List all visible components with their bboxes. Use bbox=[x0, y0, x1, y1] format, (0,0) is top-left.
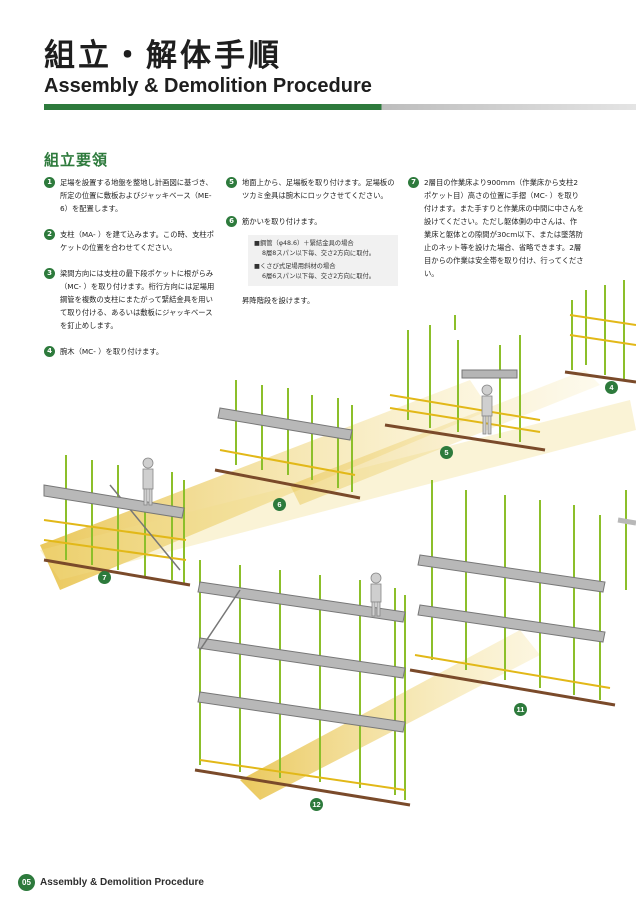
title-divider bbox=[44, 104, 636, 110]
step-number-badge: 5 bbox=[226, 177, 237, 188]
scaffold-6 bbox=[214, 380, 361, 500]
step-3: 3 梁間方向には支柱の最下段ポケットに根がらみ（MC- ）を取り付けます。桁行方… bbox=[44, 267, 216, 332]
section-heading: 組立要領 bbox=[44, 151, 109, 169]
steps-column-3: 7 2層目の作業床より900mm（作業床から支柱2ポケット目）高さの位置に手摺（… bbox=[408, 176, 584, 293]
step-text: 梁間方向には支柱の最下段ポケットに根がらみ（MC- ）を取り付けます。桁行方向に… bbox=[60, 269, 215, 330]
note-item-title: ■鋼管（φ48.6）＋緊結金具の場合 bbox=[254, 240, 354, 247]
step-6: 6 筋かいを取り付けます。 bbox=[226, 215, 398, 228]
page-title-en: Assembly & Demolition Procedure bbox=[44, 75, 372, 97]
note-item-detail: 8層8スパン以下毎、交さ2方向に取付。 bbox=[262, 250, 376, 257]
step-number-badge: 7 bbox=[408, 177, 419, 188]
page-footer: 05 Assembly & Demolition Procedure bbox=[18, 874, 204, 891]
step-4: 4 腕木（MC- ）を取り付けます。 bbox=[44, 345, 216, 358]
scaffold-5 bbox=[384, 315, 546, 452]
figure-label-12: 12 bbox=[310, 798, 323, 811]
scaffold-4 bbox=[564, 280, 636, 384]
step-text: 2層目の作業床より900mm（作業床から支柱2ポケット目）高さの位置に手摺（MC… bbox=[424, 178, 584, 278]
figure-label-7: 7 bbox=[98, 571, 111, 584]
steps-column-2: 5 地面上から、足場板を取り付けます。足場板のツカミ金具は腕木にロックさせてくだ… bbox=[226, 176, 398, 307]
worker-figure bbox=[370, 572, 382, 617]
note-item-title: ■くさび式足場用斜材の場合 bbox=[254, 263, 336, 270]
step-number-badge: 3 bbox=[44, 268, 55, 279]
worker-figure bbox=[481, 384, 493, 435]
step-number-badge: 2 bbox=[44, 229, 55, 240]
worker-figure bbox=[142, 457, 154, 506]
step-text: 筋かいを取り付けます。 bbox=[242, 217, 322, 226]
figure-label-4: 4 bbox=[605, 381, 618, 394]
steps-column-1: 1 足場を設置する地盤を整地し計画図に基づき、所定の位置に敷板およびジャッキベー… bbox=[44, 176, 216, 371]
step-number-badge: 4 bbox=[44, 346, 55, 357]
step-7: 7 2層目の作業床より900mm（作業床から支柱2ポケット目）高さの位置に手摺（… bbox=[408, 176, 584, 280]
step-5: 5 地面上から、足場板を取り付けます。足場板のツカミ金具は腕木にロックさせてくだ… bbox=[226, 176, 398, 202]
stair-text: 昇降階段を設けます。 bbox=[242, 296, 315, 305]
step-text: 腕木（MC- ）を取り付けます。 bbox=[60, 347, 164, 356]
page-number: 05 bbox=[18, 874, 35, 891]
footer-text: Assembly & Demolition Procedure bbox=[40, 877, 204, 888]
note-item-detail: 6層6スパン以下毎、交さ2方向に取付。 bbox=[262, 273, 376, 280]
scaffold-12 bbox=[194, 560, 411, 807]
step-1: 1 足場を設置する地盤を整地し計画図に基づき、所定の位置に敷板およびジャッキベー… bbox=[44, 176, 216, 215]
figure-label-11: 11 bbox=[514, 703, 527, 716]
scaffold-7 bbox=[43, 455, 191, 587]
bracing-note: ■鋼管（φ48.6）＋緊結金具の場合 8層8スパン以下毎、交さ2方向に取付。 ■… bbox=[248, 235, 398, 286]
scaffold-11 bbox=[409, 480, 616, 707]
scaffold-partial-right bbox=[617, 490, 636, 590]
page-title-jp: 組立・解体手順 bbox=[44, 38, 282, 74]
step-number-badge: 6 bbox=[226, 216, 237, 227]
light-ray bbox=[40, 400, 636, 580]
figure-label-6: 6 bbox=[273, 498, 286, 511]
figure-label-5: 5 bbox=[440, 446, 453, 459]
step-text: 支柱（MA- ）を建て込みます。この時、支柱ポケットの位置を合わせてください。 bbox=[60, 230, 214, 252]
step-number-badge: 1 bbox=[44, 177, 55, 188]
step-2: 2 支柱（MA- ）を建て込みます。この時、支柱ポケットの位置を合わせてください… bbox=[44, 228, 216, 254]
light-ray bbox=[290, 370, 600, 505]
step-text: 地面上から、足場板を取り付けます。足場板のツカミ金具は腕木にロックさせてください… bbox=[242, 178, 395, 200]
scaffold-illustration bbox=[40, 280, 636, 807]
light-ray bbox=[240, 630, 540, 800]
step-text: 足場を設置する地盤を整地し計画図に基づき、所定の位置に敷板およびジャッキベース（… bbox=[60, 178, 213, 213]
